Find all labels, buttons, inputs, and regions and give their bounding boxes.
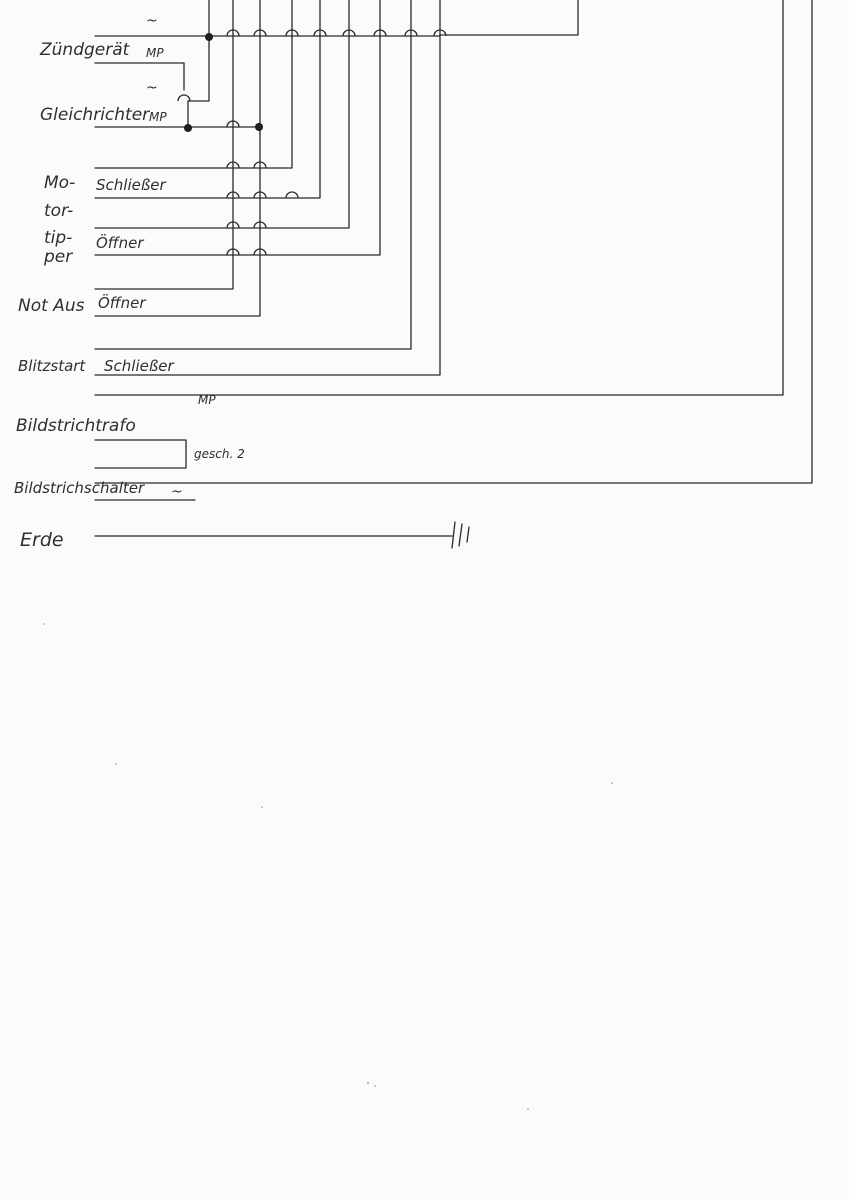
junction-dot bbox=[205, 33, 213, 41]
bus-line-4 bbox=[94, 0, 293, 169]
label-motortipper-4: per bbox=[43, 247, 73, 267]
label-oeffner: Öffner bbox=[96, 233, 144, 252]
label-blitzstart: Blitzstart bbox=[18, 357, 86, 375]
crossover-hops-lower bbox=[177, 94, 299, 256]
bus-line-8 bbox=[94, 0, 412, 350]
zuendgeraet-mp-line bbox=[94, 62, 185, 91]
horizontal-feeds bbox=[94, 35, 453, 537]
ac-symbol: ~ bbox=[171, 484, 183, 500]
label-gleichrichter: Gleichrichter bbox=[40, 105, 150, 125]
crossover-hops-top bbox=[226, 29, 447, 37]
vertical-bus-lines bbox=[94, 0, 813, 484]
label-erde: Erde bbox=[20, 529, 64, 551]
ac-symbol: ~ bbox=[146, 80, 158, 96]
label-motortipper-1: Mo- bbox=[44, 173, 75, 193]
label-motortipper-3: tip- bbox=[44, 228, 72, 248]
junction-dot bbox=[184, 124, 192, 132]
junction-dot bbox=[255, 123, 263, 131]
label-zuendgeraet-mp: MP bbox=[146, 46, 164, 60]
ac-symbol: ~ bbox=[146, 13, 158, 29]
label-not-aus: Not Aus bbox=[18, 296, 85, 316]
bildstrichtrafo-line bbox=[94, 439, 187, 469]
label-mp-top: MP bbox=[198, 393, 216, 407]
label-bildstrichschalter: Bildstrichschalter bbox=[14, 479, 145, 497]
label-zuendgeraet: Zündgerät bbox=[39, 40, 131, 60]
label-blitzstart-schliesser: Schließer bbox=[104, 357, 175, 375]
bus-line-6 bbox=[94, 0, 350, 229]
label-gleichrichter-mp: MP bbox=[149, 110, 167, 124]
label-gesch: gesch. 2 bbox=[194, 447, 245, 461]
label-schliesser: Schließer bbox=[96, 176, 167, 194]
ground-symbol bbox=[451, 521, 470, 549]
bus-line-7 bbox=[94, 0, 381, 256]
bus-line-10 bbox=[439, 0, 579, 36]
junction-dots bbox=[184, 33, 263, 132]
label-not-aus-oeffner: Öffner bbox=[98, 293, 146, 312]
label-motortipper-2: tor- bbox=[44, 201, 73, 221]
bus-line-1 bbox=[187, 0, 210, 102]
paper-specks bbox=[43, 623, 613, 1110]
bus-line-5 bbox=[94, 0, 321, 199]
bus-line-9 bbox=[94, 0, 441, 376]
bus-line-11 bbox=[94, 0, 784, 396]
label-bildstrichtrafo: Bildstrichtrafo bbox=[16, 416, 136, 436]
bus-line-2 bbox=[94, 0, 234, 290]
bus-line-3 bbox=[94, 0, 261, 317]
bus-line-12 bbox=[94, 0, 813, 484]
